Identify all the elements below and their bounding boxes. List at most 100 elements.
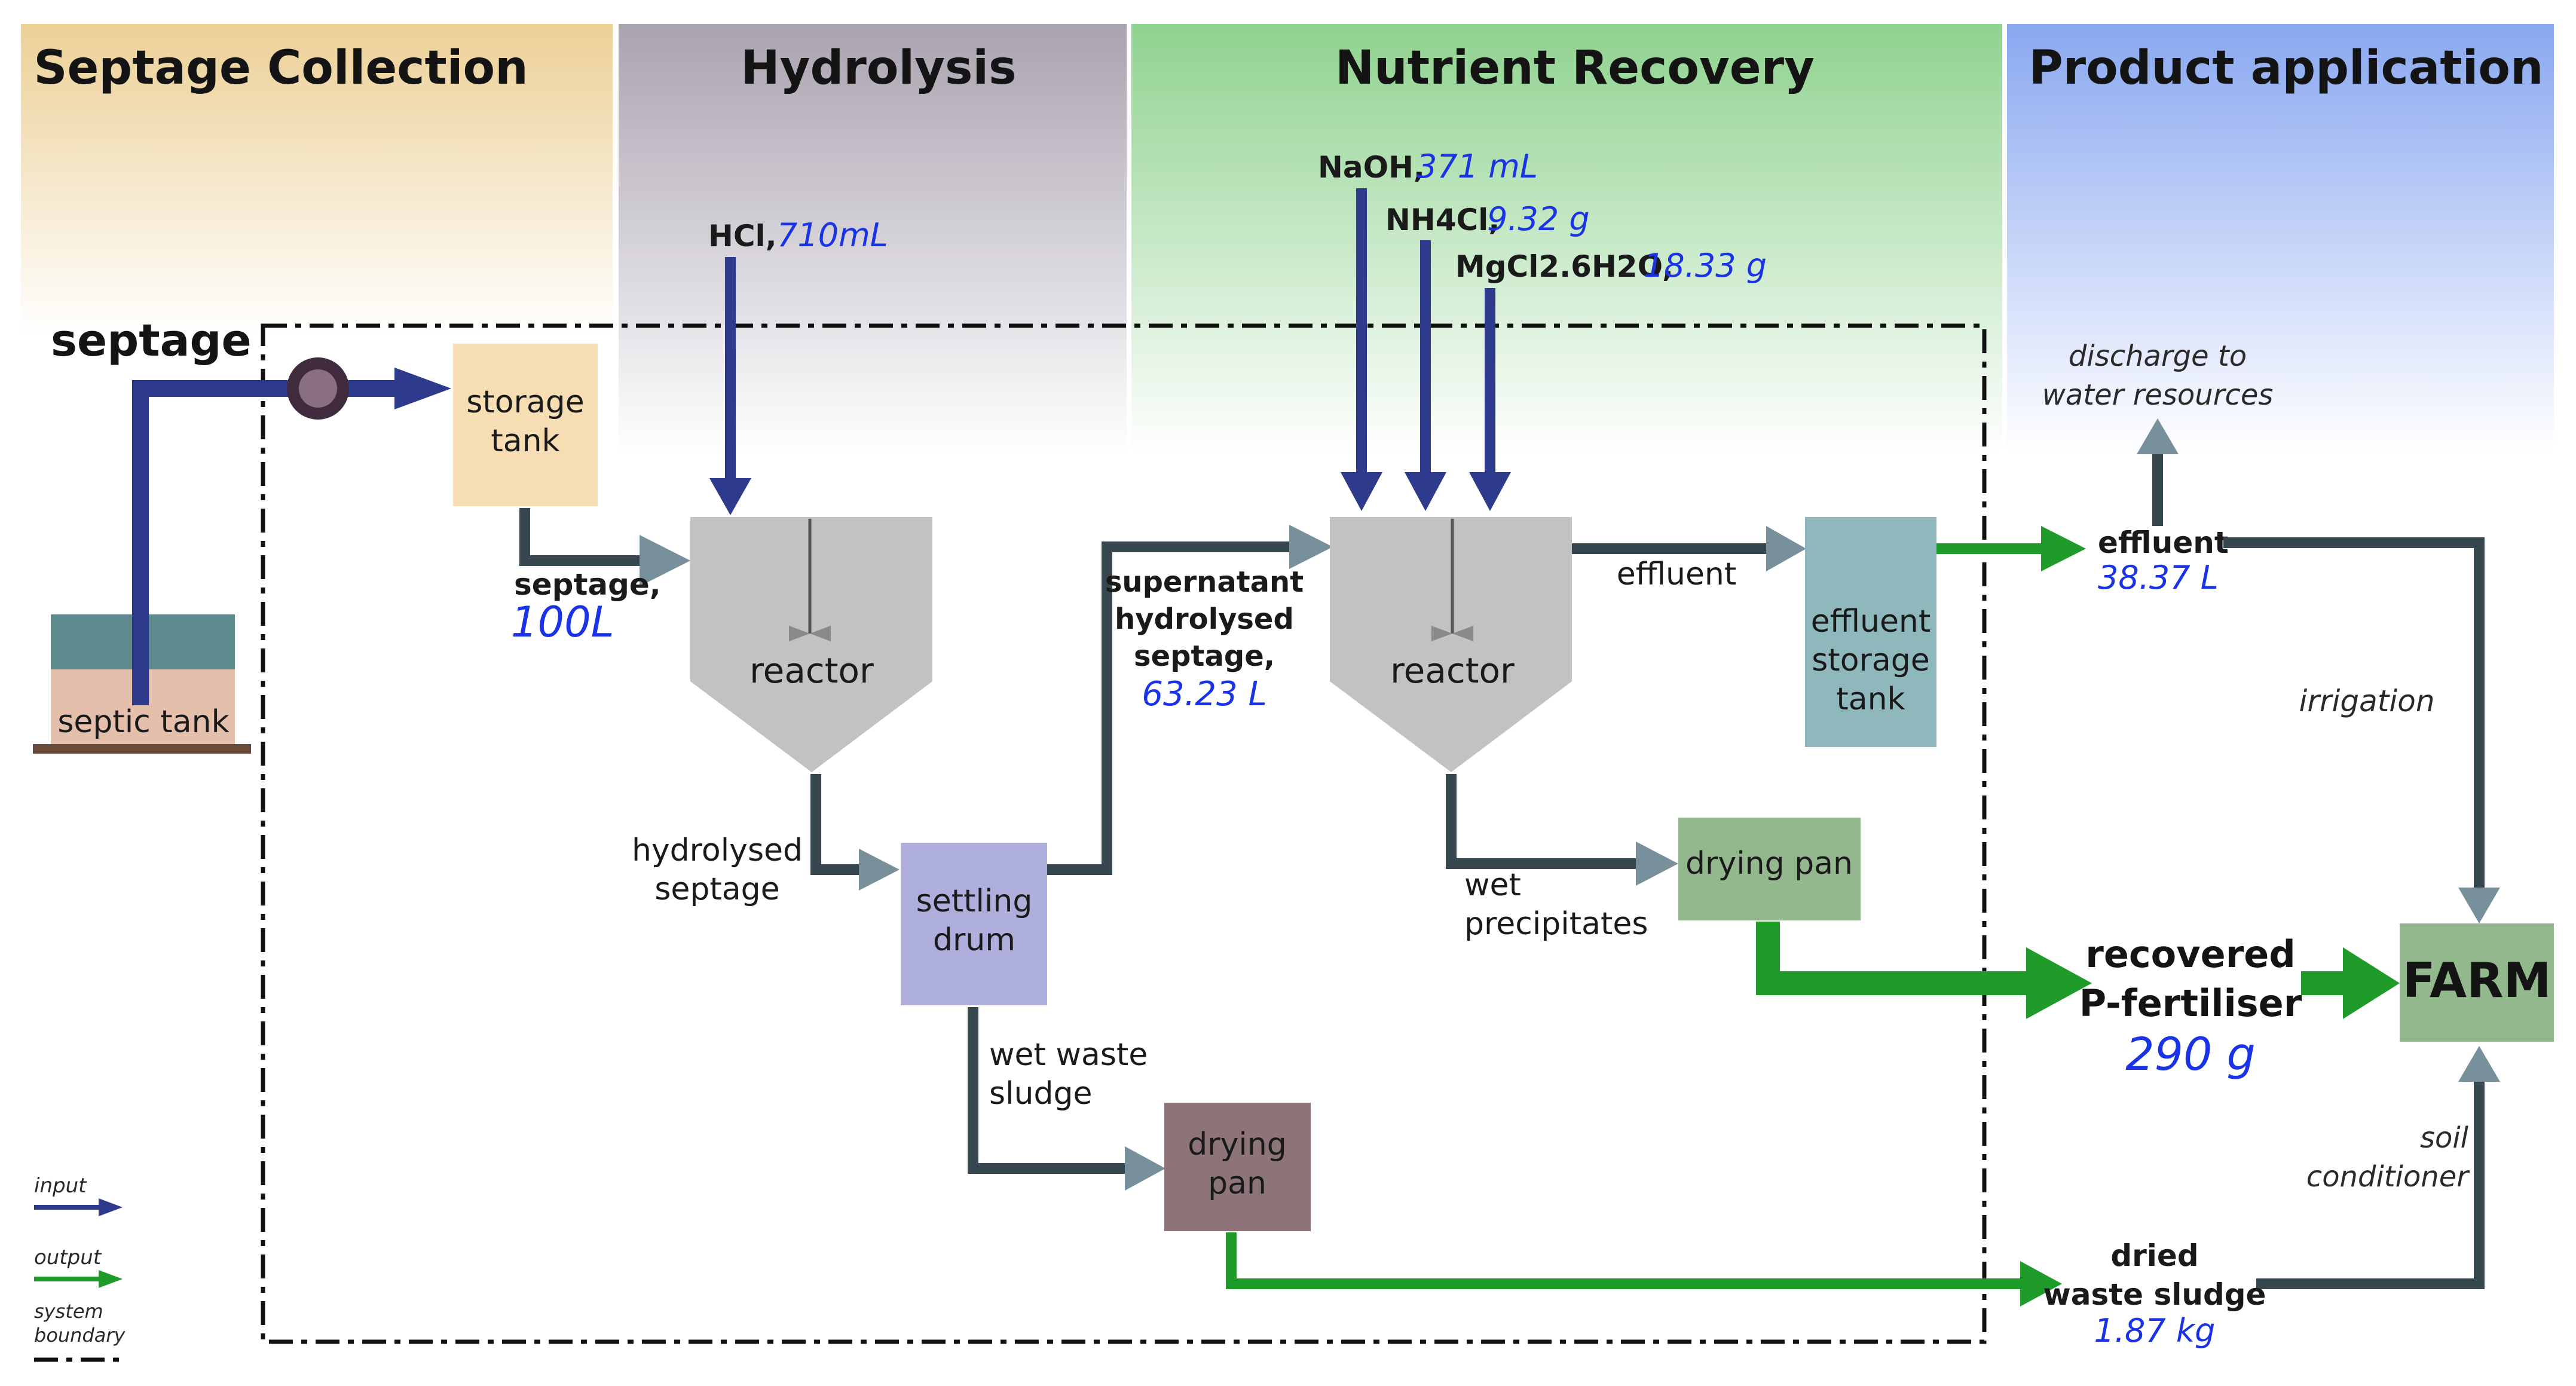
hydrolysed-label-2: septage bbox=[654, 871, 779, 907]
section-title-hydrolysis: Hydrolysis bbox=[741, 41, 1016, 95]
mgcl-value: 18.33 g bbox=[1644, 247, 1767, 284]
flow-fertiliser-output bbox=[1756, 922, 2029, 995]
flow-dried-sludge-output-arrowhead bbox=[2020, 1261, 2062, 1307]
dried-sludge-label-2: waste sludge bbox=[2043, 1277, 2266, 1312]
wet-waste-label-2: sludge bbox=[989, 1076, 1093, 1112]
flow-irrigation-arrowhead bbox=[2458, 888, 2500, 923]
flow-reactor2-to-dryingpan1-arrowhead bbox=[1636, 842, 1678, 886]
fertiliser-label-1: recovered bbox=[2085, 932, 2295, 976]
precipitation-reactor-label: reactor bbox=[1390, 650, 1515, 691]
naoh-label: NaOH, bbox=[1318, 150, 1425, 185]
hcl-input-arrowhead bbox=[709, 478, 751, 515]
nh4cl-value: 9.32 g bbox=[1487, 200, 1590, 238]
supernatant-label-1: supernatant bbox=[1105, 565, 1304, 599]
fertiliser-value: 290 g bbox=[2125, 1027, 2255, 1081]
supernatant-value: 63.23 L bbox=[1142, 675, 1266, 714]
fertiliser-label-2: P-fertiliser bbox=[2079, 981, 2302, 1025]
settling-drum bbox=[901, 843, 1047, 1005]
legend-input-label: input bbox=[34, 1174, 87, 1198]
soil-conditioner-label-2: conditioner bbox=[2306, 1160, 2470, 1194]
discharge-label-2: water resources bbox=[2042, 378, 2274, 412]
flow-reactor2-to-dryingpan1 bbox=[1446, 774, 1638, 869]
flow-storage-to-reactor1-arrowhead bbox=[640, 535, 690, 586]
flow-settling-to-dryingpan2-arrowhead bbox=[1125, 1146, 1165, 1191]
supernatant-label-2: hydrolysed bbox=[1115, 602, 1294, 636]
hydrolysis-reactor-label: reactor bbox=[749, 650, 874, 691]
section-title-nutrient: Nutrient Recovery bbox=[1335, 41, 1815, 95]
flow-settling-to-dryingpan2 bbox=[968, 1007, 1127, 1174]
reactor1-stirrer-icon bbox=[789, 626, 810, 641]
mgcl-input-arrowhead bbox=[1469, 472, 1511, 511]
storage-tank-label-1: storage bbox=[466, 384, 585, 420]
pump-icon bbox=[287, 357, 349, 420]
septage-input-arrowhead bbox=[394, 368, 451, 409]
legend-boundary-label-1: system bbox=[34, 1300, 103, 1323]
flow-irrigation bbox=[2223, 537, 2485, 891]
flow-reactor1-to-settling-arrowhead bbox=[859, 849, 900, 891]
section-band-product bbox=[2007, 24, 2554, 454]
settling-drum-label-1: settling bbox=[916, 883, 1033, 919]
reactor2-stirrer-icon-b bbox=[1452, 626, 1473, 641]
hcl-value: 710mL bbox=[777, 216, 888, 254]
mgcl-label: MgCl2.6H2O, bbox=[1455, 249, 1674, 284]
hcl-label: HCl, bbox=[708, 219, 777, 253]
septage-input-label: septage bbox=[51, 315, 252, 366]
section-band-hydrolysis bbox=[619, 24, 1127, 454]
effluent-storage-tank bbox=[1805, 517, 1936, 747]
effluent-flow-label: effluent bbox=[1617, 556, 1737, 592]
flow-reactor1-to-settling bbox=[810, 774, 861, 875]
drying-pan-sludge-label-1: drying bbox=[1188, 1127, 1287, 1162]
nh4cl-label: NH4Cl, bbox=[1385, 203, 1500, 237]
flow-discharge-arrowhead bbox=[2137, 418, 2179, 454]
settling-drum-label-2: drum bbox=[933, 922, 1015, 958]
effluent-output-value: 38.37 L bbox=[2098, 559, 2219, 596]
legend-output-arrowhead bbox=[99, 1270, 123, 1288]
section-band-nutrient bbox=[1131, 24, 2002, 454]
flow-fertiliser-output-arrowhead bbox=[2026, 947, 2092, 1019]
drying-pan-sludge-label-2: pan bbox=[1208, 1165, 1266, 1201]
effluent-tank-label-3: tank bbox=[1836, 681, 1905, 717]
wet-precipitates-label-1: wet bbox=[1464, 867, 1521, 903]
soil-conditioner-label-1: soil bbox=[2420, 1121, 2469, 1155]
drying-pan-sludge bbox=[1164, 1103, 1311, 1231]
flow-settling-to-reactor2 bbox=[1047, 541, 1291, 875]
flow-effluent-output-arrowhead bbox=[2041, 526, 2086, 571]
flow-dried-sludge-output bbox=[1226, 1232, 2023, 1289]
reactor1-stirrer-icon-b bbox=[810, 626, 831, 641]
legend: input output system boundary bbox=[34, 1174, 126, 1362]
section-title-product: Product application bbox=[2029, 41, 2543, 95]
septage-flow-value: 100L bbox=[511, 598, 614, 647]
flow-storage-to-reactor1 bbox=[519, 508, 643, 566]
farm bbox=[2400, 923, 2554, 1042]
nh4cl-input-arrowhead bbox=[1405, 472, 1446, 511]
discharge-label-1: discharge to bbox=[2069, 339, 2247, 373]
supernatant-label-3: septage, bbox=[1134, 640, 1275, 673]
drying-pan-precipitates-label: drying pan bbox=[1685, 846, 1853, 882]
legend-output-label: output bbox=[34, 1246, 102, 1269]
dried-sludge-label-1: dried bbox=[2110, 1238, 2198, 1273]
legend-input-arrowhead bbox=[99, 1198, 123, 1216]
effluent-tank-label-1: effluent bbox=[1811, 604, 1931, 640]
wet-waste-label-1: wet waste bbox=[989, 1037, 1148, 1073]
legend-boundary-label-2: boundary bbox=[34, 1324, 126, 1347]
flow-soil-conditioner bbox=[2256, 1079, 2485, 1289]
farm-label: FARM bbox=[2403, 953, 2551, 1008]
irrigation-label: irrigation bbox=[2299, 684, 2434, 718]
storage-tank bbox=[453, 344, 598, 506]
section-band-collection bbox=[21, 24, 613, 335]
precipitation-reactor bbox=[1330, 517, 1572, 772]
dried-sludge-value: 1.87 kg bbox=[2094, 1312, 2216, 1350]
flow-soil-conditioner-arrowhead bbox=[2458, 1046, 2500, 1082]
septage-flow-label: septage, bbox=[514, 567, 661, 602]
reactor2-stirrer-icon bbox=[1431, 626, 1452, 641]
hydrolysis-reactor bbox=[690, 517, 932, 772]
hydrolysed-label-1: hydrolysed bbox=[632, 833, 803, 868]
naoh-input-arrowhead bbox=[1341, 472, 1382, 511]
effluent-output-label: effluent bbox=[2098, 525, 2229, 560]
effluent-tank-label-2: storage bbox=[1812, 642, 1930, 678]
system-boundary bbox=[261, 323, 1987, 1344]
drying-pan-precipitates bbox=[1678, 818, 1861, 920]
wet-precipitates-label-2: precipitates bbox=[1464, 906, 1648, 942]
flow-settling-to-reactor2-arrowhead bbox=[1289, 525, 1333, 569]
